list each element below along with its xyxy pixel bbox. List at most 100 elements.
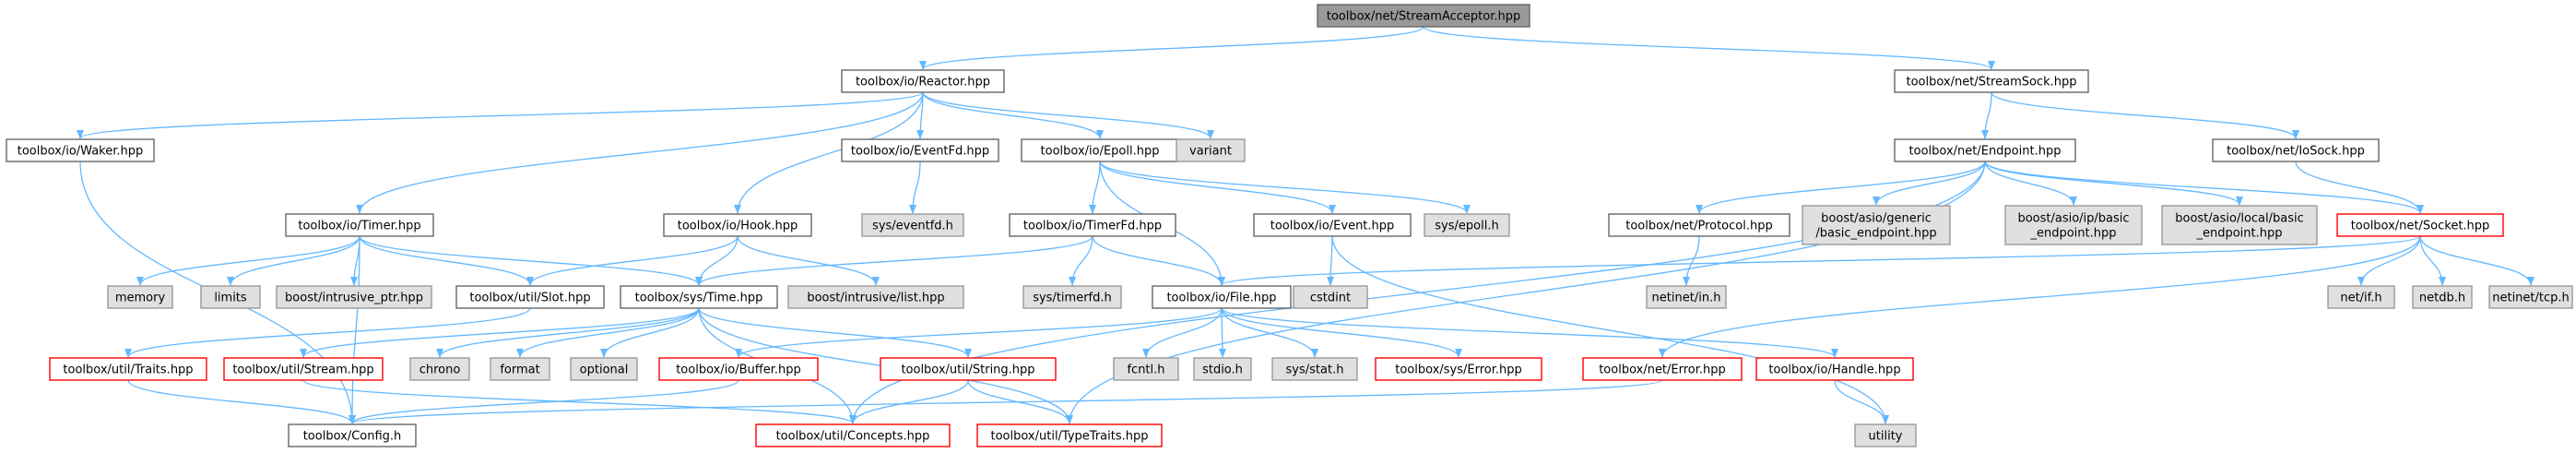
edge-timer-to-slot <box>359 235 534 286</box>
node-file[interactable]: toolbox/io/File.hpp <box>1152 285 1292 309</box>
node-time[interactable]: toolbox/sys/Time.hpp <box>620 285 778 309</box>
node-label: sys/stat.h <box>1286 364 1344 377</box>
edge-traits-to-config <box>127 379 356 424</box>
node-label: toolbox/io/Buffer.hpp <box>676 364 801 377</box>
node-string[interactable]: toolbox/util/String.hpp <box>880 357 1057 381</box>
node-label: sys/timerfd.h <box>1033 292 1112 305</box>
node-timer[interactable]: toolbox/io/Timer.hpp <box>285 213 434 237</box>
node-netinettcp: netinet/tcp.h <box>2488 285 2573 309</box>
node-protocol[interactable]: toolbox/net/Protocol.hpp <box>1608 213 1790 237</box>
node-fcntl: fcntl.h <box>1113 357 1179 381</box>
edge-neterror-to-config <box>349 379 1663 424</box>
node-streamsock[interactable]: toolbox/net/StreamSock.hpp <box>1894 69 2089 93</box>
edge-reactor-to-timer <box>356 91 924 214</box>
node-eventfd[interactable]: toolbox/io/EventFd.hpp <box>841 138 999 162</box>
node-label: netinet/tcp.h <box>2492 292 2570 305</box>
node-label: toolbox/net/Socket.hpp <box>2351 220 2490 233</box>
node-timerfd[interactable]: toolbox/io/TimerFd.hpp <box>1009 213 1176 237</box>
node-box <box>223 357 384 381</box>
edge-stream-to-concepts <box>302 379 857 424</box>
edge-epoll-to-timerfd <box>1089 161 1101 214</box>
node-box <box>2412 285 2473 309</box>
edge-endpoint-to-blocal <box>1984 161 2243 206</box>
node-label: cstdint <box>1310 292 1351 305</box>
edge-reactor-to-waker <box>77 91 924 139</box>
edge-time-to-stream <box>300 307 700 358</box>
node-box <box>1009 213 1176 237</box>
edge-buffer-to-config <box>349 379 739 424</box>
node-typetraits[interactable]: toolbox/util/TypeTraits.hpp <box>976 423 1163 447</box>
node-label: toolbox/util/Stream.hpp <box>232 364 373 377</box>
node-concepts[interactable]: toolbox/util/Concepts.hpp <box>755 423 951 447</box>
edge-file-to-stdio <box>1218 307 1226 358</box>
edge-file-to-sysstat <box>1221 307 1318 358</box>
node-limits: limits <box>200 285 261 309</box>
node-label: stdio.h <box>1202 364 1243 377</box>
node-memory: memory <box>107 285 173 309</box>
node-box <box>276 285 432 309</box>
edge-time-to-format <box>516 307 700 358</box>
edge-time-to-chrono <box>436 307 700 358</box>
node-label: toolbox/io/Event.hpp <box>1270 220 1395 233</box>
node-buffer[interactable]: toolbox/io/Buffer.hpp <box>658 357 819 381</box>
node-label: boost/asio/local/basic <box>2175 212 2304 226</box>
node-box <box>1253 213 1412 237</box>
node-box <box>880 357 1057 381</box>
node-hook[interactable]: toolbox/io/Hook.hpp <box>663 213 812 237</box>
node-label: toolbox/net/Error.hpp <box>1599 364 1726 377</box>
edge-hook-to-time <box>695 235 739 286</box>
node-event[interactable]: toolbox/io/Event.hpp <box>1253 213 1412 237</box>
node-socket[interactable]: toolbox/net/Socket.hpp <box>2336 213 2504 237</box>
edge-endpoint-to-socket <box>1984 161 2424 214</box>
edge-file-to-buffer <box>735 307 1223 358</box>
node-box <box>1021 138 1179 162</box>
node-neterror[interactable]: toolbox/net/Error.hpp <box>1582 357 1743 381</box>
node-box <box>490 357 550 381</box>
node-handle[interactable]: toolbox/io/Handle.hpp <box>1755 357 1914 381</box>
node-endpoint[interactable]: toolbox/net/Endpoint.hpp <box>1894 138 2076 162</box>
edge-timerfd-to-file <box>1092 235 1225 286</box>
node-reactor[interactable]: toolbox/io/Reactor.hpp <box>841 69 1005 93</box>
node-label: _endpoint.hpp <box>2195 227 2282 241</box>
node-label: variant <box>1189 145 1232 159</box>
node-slot[interactable]: toolbox/util/Slot.hpp <box>455 285 605 309</box>
node-label: _endpoint.hpp <box>2029 227 2116 241</box>
node-label: utility <box>1869 430 1903 444</box>
edge-socket-to-netinettcp <box>2419 235 2535 286</box>
edge-reactor-to-hook <box>734 91 924 214</box>
node-label: toolbox/util/Slot.hpp <box>469 292 590 305</box>
node-box <box>1646 285 1727 309</box>
edge-time-to-optional <box>600 307 700 358</box>
node-label: toolbox/util/Traits.hpp <box>63 364 193 377</box>
node-root[interactable]: toolbox/net/StreamAcceptor.hpp <box>1317 4 1530 28</box>
node-box <box>288 423 417 447</box>
edge-socket-to-neterror <box>1659 235 2421 358</box>
node-box <box>1755 357 1914 381</box>
node-netif: net/if.h <box>2327 285 2395 309</box>
edge-hook-to-bintrusivelist <box>737 235 880 286</box>
node-box <box>2212 138 2380 162</box>
node-label: fcntl.h <box>1127 364 1164 377</box>
node-syserror[interactable]: toolbox/sys/Error.hpp <box>1375 357 1542 381</box>
edge-root-to-reactor <box>919 26 1424 70</box>
node-label: toolbox/net/Endpoint.hpp <box>1909 145 2062 159</box>
edge-streamsock-to-iosock <box>1991 91 2299 139</box>
node-stream[interactable]: toolbox/util/Stream.hpp <box>223 357 384 381</box>
node-traits[interactable]: toolbox/util/Traits.hpp <box>49 357 207 381</box>
node-epoll[interactable]: toolbox/io/Epoll.hpp <box>1021 138 1179 162</box>
node-bip: boost/asio/ip/basic_endpoint.hpp <box>2004 205 2143 245</box>
edge-reactor-to-variant <box>922 91 1214 139</box>
node-box <box>2336 213 2504 237</box>
node-iosock[interactable]: toolbox/net/IoSock.hpp <box>2212 138 2380 162</box>
node-waker[interactable]: toolbox/io/Waker.hpp <box>6 138 155 162</box>
node-box <box>658 357 819 381</box>
node-label: optional <box>580 364 629 377</box>
node-label: chrono <box>419 364 461 377</box>
node-config[interactable]: toolbox/Config.h <box>288 423 417 447</box>
edge-file-to-syserror <box>1221 307 1462 358</box>
node-format: format <box>490 357 550 381</box>
node-stdio: stdio.h <box>1193 357 1252 381</box>
node-label: toolbox/util/Concepts.hpp <box>776 430 930 444</box>
edge-epoll-to-sysepoll <box>1099 161 1471 214</box>
edge-timerfd-to-time <box>695 235 1093 286</box>
